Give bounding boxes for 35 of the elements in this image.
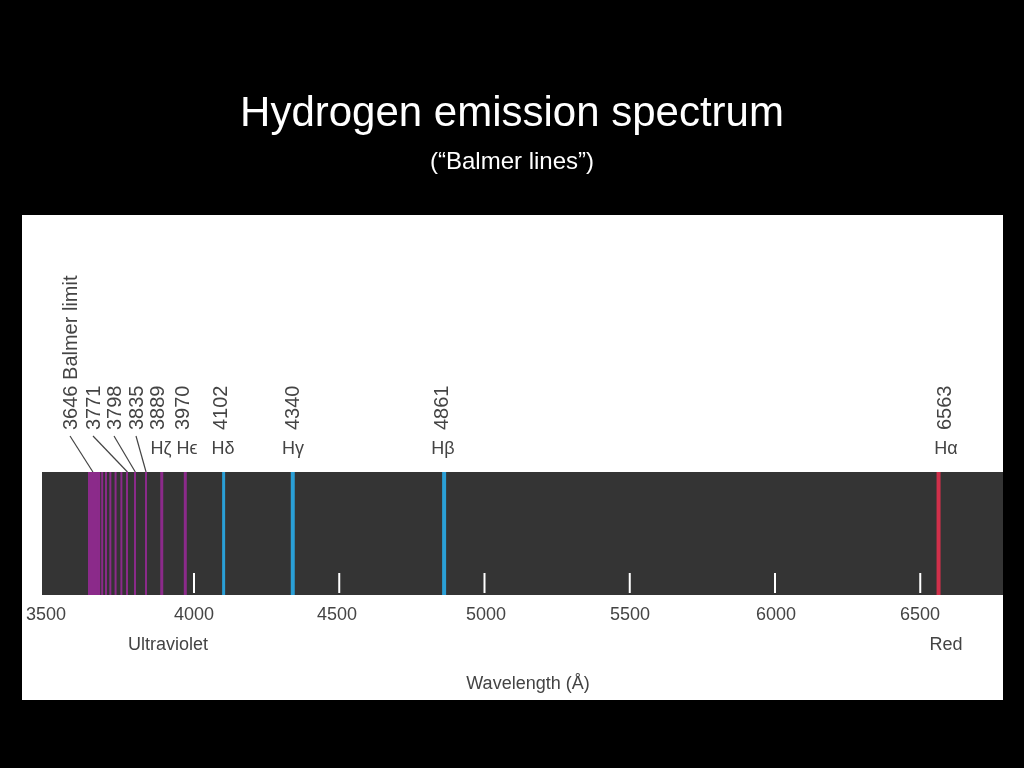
leader-line xyxy=(113,435,136,473)
wavelength-label: 3970 xyxy=(171,385,193,430)
spectral-line xyxy=(126,472,129,595)
wavelength-label: 3889 xyxy=(146,385,168,430)
leader-line xyxy=(92,435,129,473)
region-label: Red xyxy=(929,633,963,656)
tick-label: 4500 xyxy=(316,603,357,626)
tick-label: 6500 xyxy=(899,603,940,626)
wavelength-label: 3646 Balmer limit xyxy=(59,275,81,430)
wavelength-label: 3798 xyxy=(103,385,125,430)
tick-label: 5500 xyxy=(609,603,650,626)
wavelength-label: 4340 xyxy=(281,385,303,430)
line-name: Hγ xyxy=(282,437,304,460)
title: Hydrogen emission spectrum xyxy=(239,88,785,136)
spectral-line xyxy=(145,472,148,595)
region-label: Ultraviolet xyxy=(128,633,208,656)
line-name: Hδ xyxy=(211,437,235,460)
wavelength-label: 3771 xyxy=(82,385,104,430)
line-name: Hϵ xyxy=(176,437,198,460)
wavelength-label: 3835 xyxy=(125,385,147,430)
wavelength-label: 4861 xyxy=(430,385,452,430)
spectral-line xyxy=(134,472,137,595)
subtitle: (“Balmer lines”) xyxy=(430,146,594,176)
line-name: Hα xyxy=(934,437,958,460)
tick-label: 3500 xyxy=(25,603,66,626)
tick-label: 5000 xyxy=(465,603,506,626)
tick-label: 4000 xyxy=(173,603,214,626)
tick-label: 6000 xyxy=(755,603,796,626)
line-name: Hβ xyxy=(431,437,455,460)
line-name: Hζ xyxy=(150,437,172,460)
axis-title: Wavelength (Å) xyxy=(466,672,590,695)
leader-line xyxy=(69,435,94,473)
wavelength-label: 4102 xyxy=(209,385,231,430)
leader-line xyxy=(135,435,147,473)
wavelength-label: 6563 xyxy=(933,385,955,430)
